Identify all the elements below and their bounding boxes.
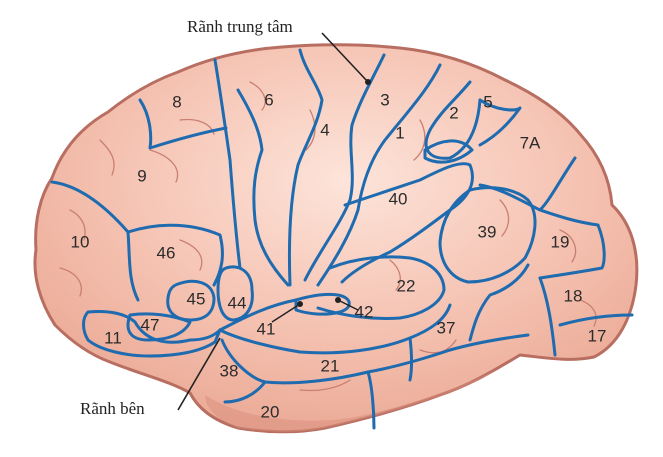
area-1-label: 1 [395,123,404,142]
area-38-label: 38 [220,361,239,380]
area-17-label: 17 [588,326,607,345]
area-37-label: 37 [437,318,456,337]
area-42-label: 42 [355,302,374,321]
central-sulcus-label: Rãnh trung tâm [187,17,293,36]
area-19-label: 19 [551,232,570,251]
area-41-label: 41 [257,319,276,338]
lateral-sulcus-label: Rãnh bên [80,399,145,418]
area-22-label: 22 [397,276,416,295]
area-40-label: 40 [389,189,408,208]
area-6-label: 6 [264,90,273,109]
area-3-label: 3 [380,90,389,109]
sulci-texture [59,81,597,392]
temporal-shadow [205,355,520,432]
area-borders [50,48,634,430]
callout-lines [177,32,371,411]
area-4-label: 4 [320,120,329,139]
area-10-label: 10 [71,232,90,251]
area-20-label: 20 [261,402,280,421]
area-5-label: 5 [483,92,492,111]
area-44-label: 44 [228,293,247,312]
area-2-label: 2 [449,103,458,122]
area-8-label: 8 [172,92,181,111]
area-7a-label: 7A [520,133,541,152]
area-labels: 8 6 3 2 5 4 1 7A 9 40 39 10 19 46 22 18 … [71,90,607,421]
area-46-label: 46 [157,243,176,262]
area-47-label: 47 [141,315,160,334]
area-9-label: 9 [137,166,146,185]
area-21-label: 21 [321,356,340,375]
area-39-label: 39 [478,222,497,241]
area-11-label: 11 [104,328,122,347]
area-18-label: 18 [564,286,583,305]
area-45-label: 45 [187,289,206,308]
